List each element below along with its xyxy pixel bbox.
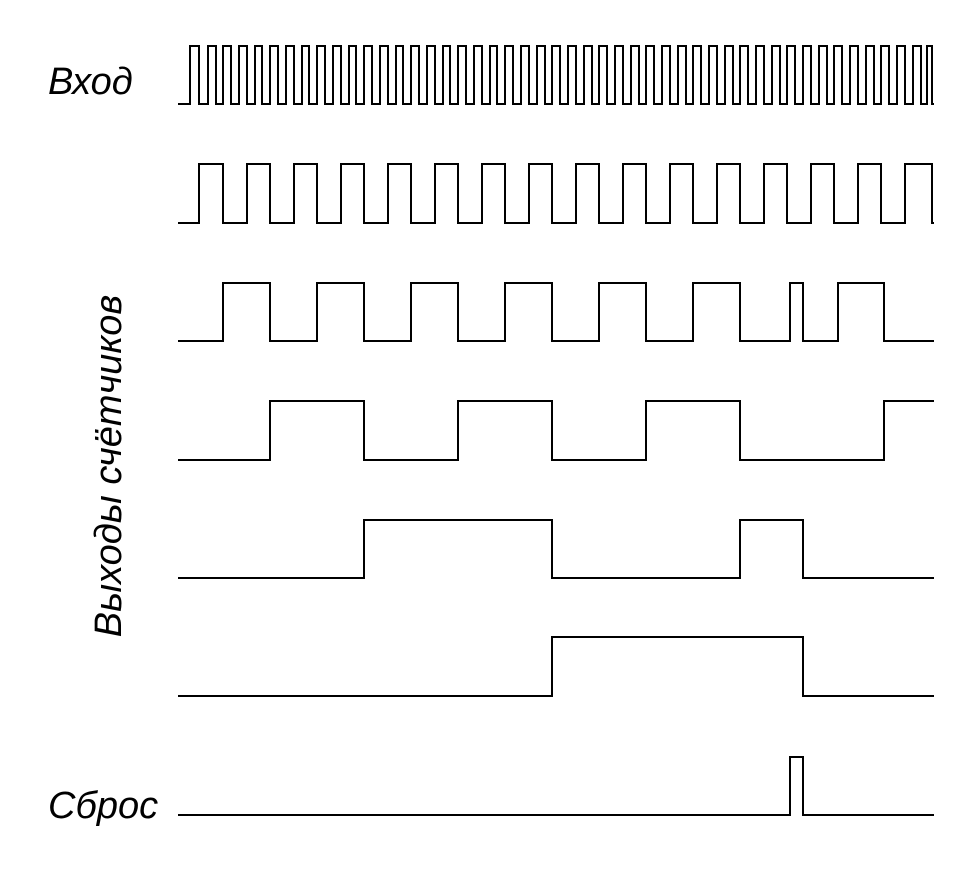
reset-waveform [178,756,934,816]
counter-output-4-waveform [178,519,934,579]
input-label: Вход [48,61,133,103]
input-waveform [178,45,934,105]
reset-label: Сброс [48,785,158,827]
counter-output-2-waveform [178,282,934,342]
counter-output-1-waveform [178,163,934,224]
counter-output-5-waveform [178,636,934,697]
counter-outputs-label: Выходы счётчиков [88,295,130,637]
counter-output-3-waveform [178,400,934,461]
